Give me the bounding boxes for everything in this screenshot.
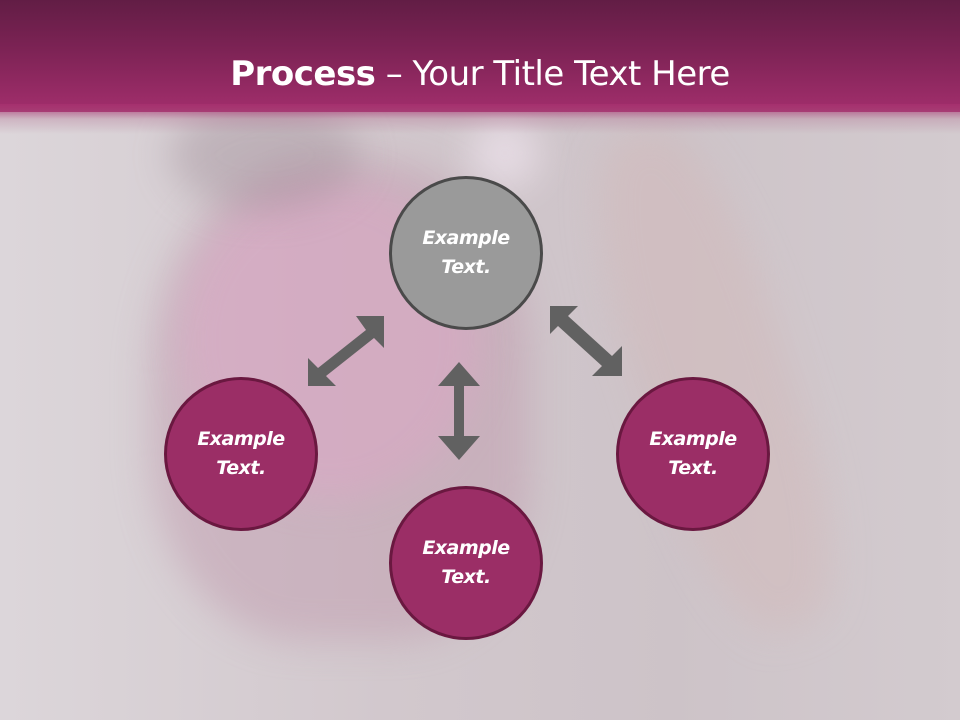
node-text-line2: Text. — [216, 457, 266, 479]
title-bar — [0, 0, 960, 112]
double-arrow-vertical-icon — [438, 362, 480, 460]
process-node-top: Example Text. — [389, 176, 543, 330]
process-node-bottom: Example Text. — [389, 486, 543, 640]
node-text-line1: Example — [197, 428, 285, 450]
node-text-line1: Example — [422, 537, 510, 559]
node-text-line2: Text. — [668, 457, 718, 479]
process-node-left: Example Text. — [164, 377, 318, 531]
node-text-line2: Text. — [441, 566, 491, 588]
double-arrow-diagonal-right-icon — [550, 306, 622, 376]
title-bar-fade — [0, 104, 960, 134]
node-text-line2: Text. — [441, 256, 491, 278]
title-rest: – Your Title Text Here — [375, 54, 731, 94]
double-arrow-diagonal-left-icon — [308, 316, 384, 386]
node-text-line1: Example — [649, 428, 737, 450]
title-bold: Process — [230, 54, 376, 94]
node-text-line1: Example — [422, 227, 510, 249]
process-node-right: Example Text. — [616, 377, 770, 531]
slide-title: Process – Your Title Text Here — [0, 52, 960, 96]
